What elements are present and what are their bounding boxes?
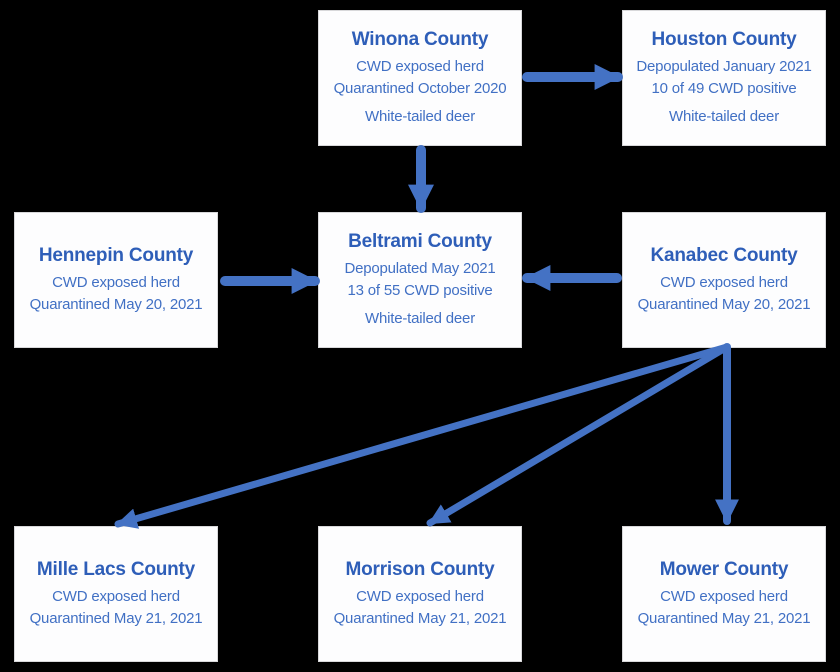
node-title: Mower County xyxy=(659,559,789,580)
arrow-kanabec-to-morrison xyxy=(426,343,731,527)
node-species-label: White-tailed deer xyxy=(365,310,475,327)
node-winona-county: Winona County CWD exposed herd Quarantin… xyxy=(318,10,522,146)
node-beltrami-county: Beltrami County Depopulated May 2021 13 … xyxy=(318,212,522,348)
node-line: Quarantined May 20, 2021 xyxy=(29,296,203,313)
node-line: Quarantined May 20, 2021 xyxy=(637,296,811,313)
node-title: Kanabec County xyxy=(650,245,798,266)
node-line: Depopulated May 2021 xyxy=(344,260,496,277)
node-line: CWD exposed herd xyxy=(356,58,484,75)
node-species-label: White-tailed deer xyxy=(669,108,779,125)
node-line: Quarantined May 21, 2021 xyxy=(29,610,203,627)
node-species-label: White-tailed deer xyxy=(365,108,475,125)
node-hennepin-county: Hennepin County CWD exposed herd Quarant… xyxy=(14,212,218,348)
node-title: Houston County xyxy=(651,29,797,50)
node-line: Quarantined October 2020 xyxy=(333,80,507,97)
arrow-kanabec-to-mille-lacs xyxy=(114,343,731,529)
node-line: CWD exposed herd xyxy=(660,588,788,605)
node-title: Beltrami County xyxy=(348,231,492,252)
node-line: Quarantined May 21, 2021 xyxy=(333,610,507,627)
node-line: 13 of 55 CWD positive xyxy=(347,282,493,299)
node-line: CWD exposed herd xyxy=(52,588,180,605)
node-title: Hennepin County xyxy=(38,245,194,266)
node-title: Mille Lacs County xyxy=(36,559,196,580)
node-line: CWD exposed herd xyxy=(660,274,788,291)
node-morrison-county: Morrison County CWD exposed herd Quarant… xyxy=(318,526,522,662)
node-kanabec-county: Kanabec County CWD exposed herd Quaranti… xyxy=(622,212,826,348)
node-title: Morrison County xyxy=(345,559,495,580)
node-line: Quarantined May 21, 2021 xyxy=(637,610,811,627)
node-line: 10 of 49 CWD positive xyxy=(651,80,797,97)
node-title: Winona County xyxy=(351,29,489,50)
node-line: CWD exposed herd xyxy=(52,274,180,291)
node-line: Depopulated January 2021 xyxy=(636,58,812,75)
node-houston-county: Houston County Depopulated January 2021 … xyxy=(622,10,826,146)
node-line: CWD exposed herd xyxy=(356,588,484,605)
node-mille-lacs-county: Mille Lacs County CWD exposed herd Quara… xyxy=(14,526,218,662)
node-mower-county: Mower County CWD exposed herd Quarantine… xyxy=(622,526,826,662)
